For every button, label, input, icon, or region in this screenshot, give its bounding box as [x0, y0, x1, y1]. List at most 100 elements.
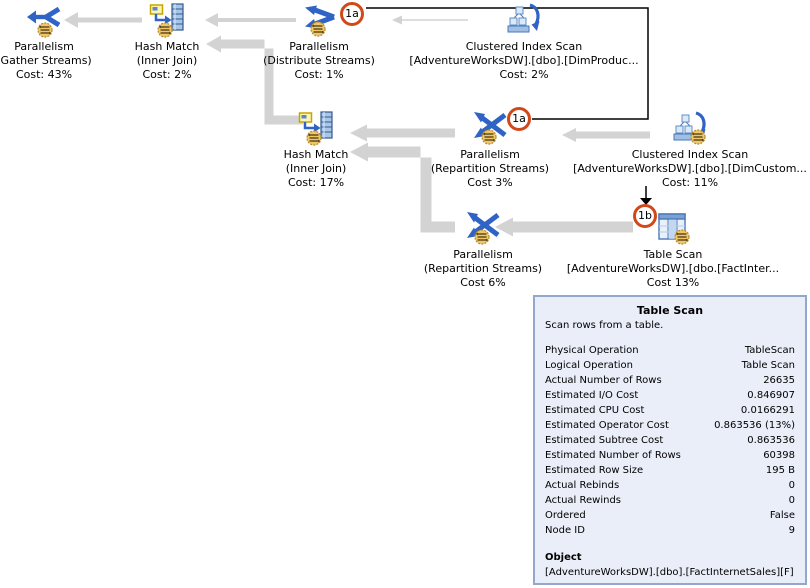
op-cost: Cost 13% [646, 276, 700, 289]
node-clustered-index-scan-dimcustomer[interactable]: Clustered Index Scan [AdventureWorksDW].… [560, 110, 810, 190]
tooltip-row: Node ID 9 [545, 523, 795, 538]
tooltip-row-value: 60398 [763, 450, 795, 461]
tooltip-row-value: TableScan [744, 345, 795, 356]
tooltip-row-value: 9 [788, 525, 795, 536]
op-name: Clustered Index Scan [465, 40, 583, 53]
tooltip-row-value: 0 [788, 495, 795, 506]
op-detail: (Inner Join) [285, 162, 347, 175]
arrow-dimcustomer-to-repartition3 [562, 128, 650, 142]
arrow-hashmatch2-to-gather [64, 12, 142, 28]
tooltip-row-value: 0.846907 [747, 390, 795, 401]
hash-match-icon[interactable] [298, 110, 334, 146]
callout-arrow-1b-head [640, 198, 652, 205]
op-name: Clustered Index Scan [631, 148, 749, 161]
tooltip-row-value: 0 [788, 480, 795, 491]
node-parallelism-repartition-streams-6[interactable]: Parallelism (Repartition Streams) Cost 6… [383, 210, 583, 290]
tooltip-row: Estimated Number of Rows 60398 [545, 448, 795, 463]
tooltip-row: Actual Rewinds 0 [545, 493, 795, 508]
arrow-repartition3-to-hashmatch17 [350, 124, 455, 142]
op-cost: Cost: 2% [499, 68, 549, 81]
node-hash-match-2[interactable]: Hash Match (Inner Join) Cost: 2% [67, 2, 267, 82]
tooltip-row-label: Actual Rebinds [545, 480, 620, 491]
callout-badge-1b-tablescan: 1b [633, 204, 657, 228]
tooltip-row-label: Estimated Number of Rows [545, 450, 681, 461]
op-cost: Cost: 43% [15, 68, 73, 81]
op-cost: Cost: 17% [287, 176, 345, 189]
arrow-distribute-to-hashmatch2 [205, 13, 296, 27]
op-detail: (Distribute Streams) [263, 54, 375, 67]
parallelism-repartition-streams-icon[interactable] [465, 210, 501, 246]
tooltip-row-value: Table Scan [741, 360, 795, 371]
op-name: Hash Match [283, 148, 349, 161]
parallelism-gather-streams-icon[interactable] [26, 2, 62, 38]
tooltip-row-value: False [769, 510, 795, 521]
parallelism-distribute-streams-icon[interactable] [301, 2, 337, 38]
tooltip-row-label: Actual Number of Rows [545, 375, 662, 386]
op-name: Parallelism [460, 148, 520, 161]
op-detail: (Repartition Streams) [423, 262, 543, 275]
callout-badge-1a-distribute: 1a [340, 2, 364, 26]
arrow-dimproduct-to-distribute [392, 15, 468, 25]
op-detail: (Inner Join) [136, 54, 198, 67]
op-name: Parallelism [289, 40, 349, 53]
op-cost: Cost 6% [460, 276, 506, 289]
node-table-scan-factinternetsales[interactable]: Table Scan [AdventureWorksDW].[dbo.[Fact… [543, 210, 803, 290]
tooltip-row: Actual Rebinds 0 [545, 478, 795, 493]
node-parallelism-repartition-streams-3[interactable]: Parallelism (Repartition Streams) Cost 3… [390, 110, 590, 190]
op-detail: (Gather Streams) [0, 54, 92, 67]
tooltip-row-label: Physical Operation [545, 345, 639, 356]
arrow-hashmatch17-to-hashmatch2 [206, 35, 303, 125]
tooltip-row-value: 26635 [763, 375, 795, 386]
node-parallelism-distribute-streams[interactable]: Parallelism (Distribute Streams) Cost: 1… [219, 2, 419, 82]
tooltip-row-label: Actual Rewinds [545, 495, 622, 506]
callout-badge-1a-repartition: 1a [507, 107, 531, 131]
op-detail: [AdventureWorksDW].[dbo].[DimProduc... [409, 54, 639, 67]
tooltip-row-label: Ordered [545, 510, 586, 521]
tooltip-row-label: Estimated Row Size [545, 465, 644, 476]
node-hash-match-17[interactable]: Hash Match (Inner Join) Cost: 17% [216, 110, 416, 190]
tooltip-row: Estimated CPU Cost 0.0166291 [545, 403, 795, 418]
tooltip-row-value: 0.0166291 [740, 405, 795, 416]
op-cost: Cost: 2% [142, 68, 192, 81]
op-detail: (Repartition Streams) [430, 162, 550, 175]
tooltip-row-label: Estimated Operator Cost [545, 420, 669, 431]
op-cost: Cost: 11% [661, 176, 719, 189]
op-name: Table Scan [643, 248, 703, 261]
hash-match-icon[interactable] [149, 2, 185, 38]
clustered-index-scan-icon[interactable] [506, 2, 542, 38]
tooltip-row: Logical Operation Table Scan [545, 358, 795, 373]
tooltip-title: Table Scan [636, 304, 704, 317]
parallelism-repartition-streams-icon[interactable] [472, 110, 508, 146]
tooltip-row-label: Estimated Subtree Cost [545, 435, 664, 446]
tooltip-description: Scan rows from a table. [545, 320, 664, 331]
node-clustered-index-scan-dimproduct[interactable]: Clustered Index Scan [AdventureWorksDW].… [394, 2, 654, 82]
arrow-tablescan-to-repartition6 [495, 217, 633, 237]
clustered-index-scan-icon[interactable] [672, 110, 708, 146]
operator-tooltip: Table Scan Scan rows from a table. Physi… [533, 295, 807, 585]
op-cost: Cost: 1% [294, 68, 344, 81]
tooltip-row-value: 0.863536 [747, 435, 795, 446]
tooltip-row: Ordered False [545, 508, 795, 523]
tooltip-row-value: 195 B [765, 465, 795, 476]
callout-link-1a [366, 7, 649, 120]
tooltip-row: Estimated Operator Cost 0.863536 (13%) [545, 418, 795, 433]
op-detail: [AdventureWorksDW].[dbo.[FactInter... [566, 262, 780, 275]
tooltip-row-label: Estimated CPU Cost [545, 405, 645, 416]
arrow-repartition6-to-hashmatch17 [350, 142, 455, 233]
tooltip-row: Actual Number of Rows 26635 [545, 373, 795, 388]
tooltip-row-value: 0.863536 (13%) [714, 420, 795, 431]
op-detail: [AdventureWorksDW].[dbo].[DimCustom... [573, 162, 807, 175]
op-cost: Cost 3% [467, 176, 513, 189]
node-parallelism-gather-streams[interactable]: Parallelism (Gather Streams) Cost: 43% [0, 2, 144, 82]
tooltip-row: Physical Operation TableScan [545, 343, 795, 358]
tooltip-object-value: [AdventureWorksDW].[dbo].[FactInternetSa… [545, 567, 794, 578]
tooltip-row: Estimated I/O Cost 0.846907 [545, 388, 795, 403]
tooltip-row-label: Logical Operation [545, 360, 633, 371]
tooltip-row: Estimated Subtree Cost 0.863536 [545, 433, 795, 448]
tooltip-row-label: Node ID [545, 525, 585, 536]
table-scan-icon[interactable] [655, 210, 691, 246]
tooltip-row: Estimated Row Size 195 B [545, 463, 795, 478]
op-name: Parallelism [14, 40, 74, 53]
